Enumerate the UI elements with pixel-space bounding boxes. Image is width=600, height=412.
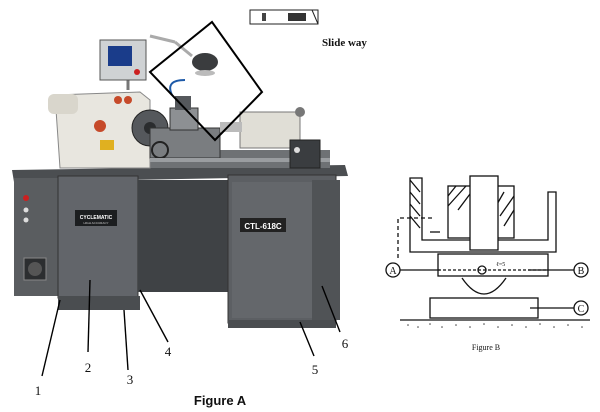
figure-b-caption: Figure B bbox=[472, 343, 500, 352]
leader-line-3 bbox=[123, 309, 129, 371]
slide-way-inset: Slide way bbox=[249, 9, 367, 49]
callout-5: 5 bbox=[312, 362, 319, 377]
brand-badge bbox=[75, 210, 117, 226]
switch bbox=[294, 147, 300, 153]
pivot-point bbox=[477, 265, 487, 275]
left-plinth bbox=[58, 296, 140, 310]
ground-stipple bbox=[407, 323, 583, 328]
slide-way-detail bbox=[288, 13, 306, 21]
model-badge bbox=[240, 218, 286, 232]
slide-body bbox=[437, 253, 549, 277]
callout-a: A bbox=[389, 266, 397, 277]
slide-way-image bbox=[249, 9, 319, 25]
tailstock-handwheel bbox=[295, 107, 305, 117]
bolt bbox=[469, 175, 499, 251]
electrical-box bbox=[289, 139, 321, 169]
lathe-illustration: CYCLEMATIC HIGH ACCURACY CTL-618C bbox=[12, 20, 348, 328]
slide-way-detail bbox=[262, 13, 266, 21]
callout-c: C bbox=[578, 304, 585, 315]
callout-b-circle bbox=[573, 262, 589, 278]
base-block bbox=[429, 297, 539, 319]
callout-2: 2 bbox=[85, 360, 92, 375]
control-button bbox=[23, 217, 29, 223]
leader-line-4 bbox=[139, 289, 169, 343]
cnc-stop-button bbox=[134, 69, 140, 75]
brand-badge-subtext: HIGH ACCURACY bbox=[83, 221, 108, 225]
callout-c-circle bbox=[573, 300, 589, 316]
work-lamp-arm bbox=[149, 34, 176, 44]
right-cabinet-door bbox=[232, 182, 312, 318]
figure-a-caption: Figure A bbox=[194, 393, 247, 408]
highlight-diamond bbox=[148, 20, 264, 142]
figure-b-drawing bbox=[385, 175, 590, 321]
work-lamp-lens bbox=[195, 70, 215, 76]
bracket-outline bbox=[409, 177, 557, 253]
callout-b: B bbox=[578, 266, 585, 277]
middle-recess bbox=[138, 180, 228, 292]
model-badge-text: CTL-618C bbox=[244, 222, 282, 231]
fan-icon bbox=[28, 262, 42, 276]
quill bbox=[220, 122, 242, 132]
tool-post bbox=[175, 96, 191, 110]
left-cabinet-door bbox=[57, 175, 139, 299]
caution-sticker bbox=[100, 140, 114, 150]
leader-line-1 bbox=[41, 299, 61, 377]
right-plinth bbox=[228, 320, 336, 328]
work-lamp bbox=[192, 53, 218, 71]
estop-button bbox=[23, 195, 29, 201]
ball-foot bbox=[461, 277, 507, 295]
figure-b-labels: A B C ℓ=5 Figure B bbox=[389, 262, 584, 352]
leader-line-2 bbox=[87, 279, 91, 353]
callout-6: 6 bbox=[342, 336, 349, 351]
callout-3: 3 bbox=[127, 372, 134, 387]
lead-screw bbox=[150, 158, 330, 162]
callout-labels: 1 2 3 4 5 6 bbox=[35, 336, 349, 398]
warning-label bbox=[94, 120, 106, 132]
motor-housing bbox=[48, 94, 78, 114]
slide-way-label: Slide way bbox=[322, 37, 367, 49]
cnc-screen bbox=[108, 46, 132, 66]
control-button bbox=[23, 207, 29, 213]
callout-a-circle bbox=[385, 262, 401, 278]
right-cabinet-side bbox=[312, 180, 340, 320]
leader-line-6 bbox=[321, 285, 341, 333]
callout-leaders bbox=[41, 279, 341, 377]
work-lamp-arm bbox=[174, 40, 193, 58]
callout-1: 1 bbox=[35, 383, 42, 398]
leader-line-5 bbox=[299, 321, 315, 357]
brand-badge-text: CYCLEMATIC bbox=[80, 215, 113, 221]
slide-way-edge bbox=[311, 9, 319, 25]
coolant-hose bbox=[169, 79, 186, 96]
callout-4: 4 bbox=[165, 344, 172, 359]
warning-label bbox=[114, 96, 122, 104]
warning-label bbox=[124, 96, 132, 104]
dimension-note: ℓ=5 bbox=[496, 262, 505, 268]
